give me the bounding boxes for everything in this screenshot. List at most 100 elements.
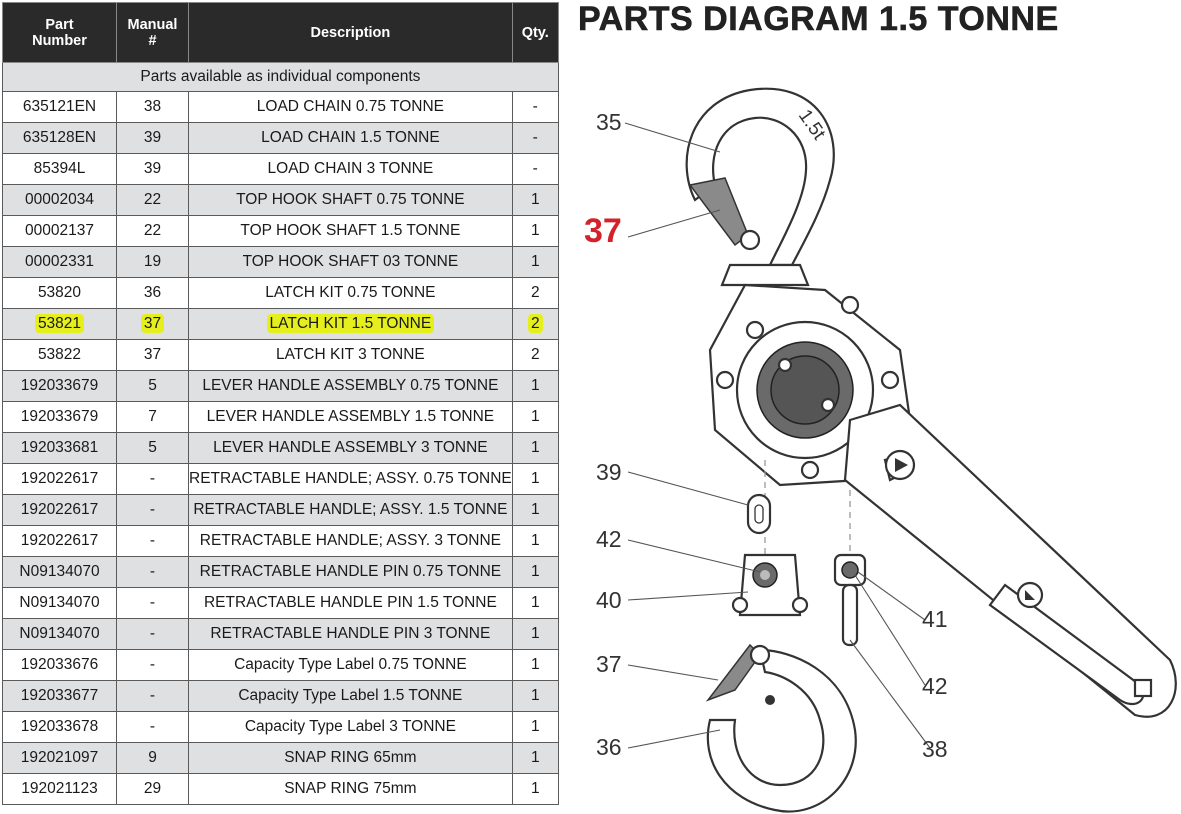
section-label: Parts available as individual components — [2, 62, 559, 92]
manual-number-cell: 37 — [116, 339, 189, 371]
qty-cell-text: 1 — [530, 656, 540, 673]
manual-number-cell-text: - — [149, 532, 156, 549]
qty-cell: 1 — [511, 556, 559, 588]
table-row: N09134070-RETRACTABLE HANDLE PIN 3 TONNE… — [2, 618, 559, 650]
part-number-cell-text: 635121EN — [22, 98, 97, 115]
callout-37-bottom: 37 — [596, 651, 622, 677]
part-number-cell-text: 53821 — [34, 314, 85, 333]
qty-cell: 1 — [511, 401, 559, 433]
part-number-cell: 192022617 — [2, 494, 117, 526]
part-number-cell: 192033679 — [2, 370, 117, 402]
table-row: 192022617-RETRACTABLE HANDLE; ASSY. 1.5 … — [2, 494, 559, 526]
qty-cell-text: 1 — [530, 625, 540, 642]
part-number-cell-text: 192021097 — [20, 749, 99, 766]
description-cell: Capacity Type Label 1.5 TONNE — [188, 680, 513, 712]
description-cell: LATCH KIT 3 TONNE — [188, 339, 513, 371]
qty-cell: 1 — [511, 215, 559, 247]
manual-number-cell: 39 — [116, 153, 189, 185]
description-cell: Capacity Type Label 3 TONNE — [188, 711, 513, 743]
qty-cell: 1 — [511, 649, 559, 681]
table-row: N09134070-RETRACTABLE HANDLE PIN 1.5 TON… — [2, 587, 559, 619]
top-hook: 1.5t — [685, 87, 835, 287]
section-row: Parts available as individual components — [2, 62, 559, 92]
description-cell-text: RETRACTABLE HANDLE PIN 1.5 TONNE — [203, 594, 497, 611]
description-cell: LATCH KIT 1.5 TONNE — [188, 308, 513, 340]
table-row: 192022617-RETRACTABLE HANDLE; ASSY. 0.75… — [2, 463, 559, 495]
qty-cell: 1 — [511, 463, 559, 495]
description-cell-text: LATCH KIT 1.5 TONNE — [266, 314, 435, 333]
manual-number-cell-text: 29 — [143, 780, 162, 797]
manual-number-cell: - — [116, 463, 189, 495]
qty-cell-text: 1 — [530, 377, 540, 394]
qty-cell-text: 1 — [530, 191, 540, 208]
callout-36: 36 — [596, 734, 622, 760]
part-number-cell-text: N09134070 — [19, 625, 100, 642]
qty-cell-text: 1 — [530, 408, 540, 425]
qty-cell: 2 — [511, 308, 559, 340]
qty-cell-text: 1 — [530, 687, 540, 704]
table-row: 00002034 22 TOP HOOK SHAFT 0.75 TONNE 1 — [2, 184, 559, 216]
description-cell-text: Capacity Type Label 1.5 TONNE — [238, 687, 463, 704]
description-cell-text: LOAD CHAIN 0.75 TONNE — [256, 98, 444, 115]
description-cell-text: RETRACTABLE HANDLE; ASSY. 1.5 TONNE — [193, 501, 508, 518]
table-row: N09134070-RETRACTABLE HANDLE PIN 0.75 TO… — [2, 556, 559, 588]
part-number-cell: 192021123 — [2, 773, 117, 805]
qty-cell-text: 1 — [530, 594, 540, 611]
manual-number-cell-text: 36 — [143, 284, 162, 301]
callout-38: 38 — [922, 736, 948, 762]
part-number-cell-text: 53820 — [37, 284, 82, 301]
manual-number-cell-text: 9 — [148, 749, 157, 766]
part-number-cell: 635128EN — [2, 122, 117, 154]
manual-number-cell: 9 — [116, 742, 189, 774]
part-number-cell-text: 00002331 — [25, 253, 94, 270]
description-cell: RETRACTABLE HANDLE; ASSY. 1.5 TONNE — [188, 494, 513, 526]
description-cell-text: TOP HOOK SHAFT 0.75 TONNE — [236, 191, 465, 208]
manual-number-cell-text: - — [149, 687, 156, 704]
description-cell: LEVER HANDLE ASSEMBLY 1.5 TONNE — [188, 401, 513, 433]
qty-cell-text: 1 — [530, 470, 540, 487]
description-cell-text: Capacity Type Label 3 TONNE — [244, 718, 456, 735]
part-number-cell: 192022617 — [2, 463, 117, 495]
manual-number-cell-text: - — [149, 563, 156, 580]
manual-number-cell: 5 — [116, 432, 189, 464]
parts-table: Part Number Manual # Description Qty. Pa… — [2, 2, 559, 805]
qty-cell: - — [511, 91, 559, 123]
part-number-cell-text: 00002137 — [25, 222, 94, 239]
manual-number-cell-text: - — [149, 625, 156, 642]
table-row: 192022617-RETRACTABLE HANDLE; ASSY. 3 TO… — [2, 525, 559, 557]
description-cell-text: SNAP RING 75mm — [284, 780, 417, 797]
bottom-hook — [705, 643, 857, 813]
part-number-cell: 00002331 — [2, 246, 117, 278]
manual-number-cell: - — [116, 525, 189, 557]
qty-cell-text: 2 — [527, 314, 543, 333]
part-number-cell: 192022617 — [2, 525, 117, 557]
table-row: 635121EN 38 LOAD CHAIN 0.75 TONNE - — [2, 91, 559, 123]
description-cell-text: LEVER HANDLE ASSEMBLY 3 TONNE — [213, 439, 488, 456]
qty-cell: 1 — [511, 711, 559, 743]
manual-number-cell-text: - — [149, 718, 156, 735]
manual-number-cell-text: 5 — [148, 439, 157, 456]
part-number-cell-text: N09134070 — [19, 594, 100, 611]
part-number-cell: 192033676 — [2, 649, 117, 681]
description-cell: RETRACTABLE HANDLE PIN 0.75 TONNE — [188, 556, 513, 588]
description-cell-text: RETRACTABLE HANDLE; ASSY. 0.75 TONNE — [189, 470, 512, 487]
description-cell: LOAD CHAIN 3 TONNE — [188, 153, 513, 185]
qty-cell: 1 — [511, 525, 559, 557]
manual-number-cell: - — [116, 618, 189, 650]
part-number-cell: 00002034 — [2, 184, 117, 216]
qty-cell-text: 1 — [530, 222, 540, 239]
manual-number-cell: - — [116, 680, 189, 712]
manual-number-cell: - — [116, 649, 189, 681]
qty-cell: 1 — [511, 742, 559, 774]
description-cell: LOAD CHAIN 1.5 TONNE — [188, 122, 513, 154]
manual-number-cell: 38 — [116, 91, 189, 123]
callout-39: 39 — [596, 459, 622, 485]
parts-diagram: 1.5t — [584, 87, 1177, 813]
manual-number-cell: 22 — [116, 184, 189, 216]
header-description: Description — [188, 2, 513, 63]
manual-number-cell-text: 22 — [143, 191, 162, 208]
